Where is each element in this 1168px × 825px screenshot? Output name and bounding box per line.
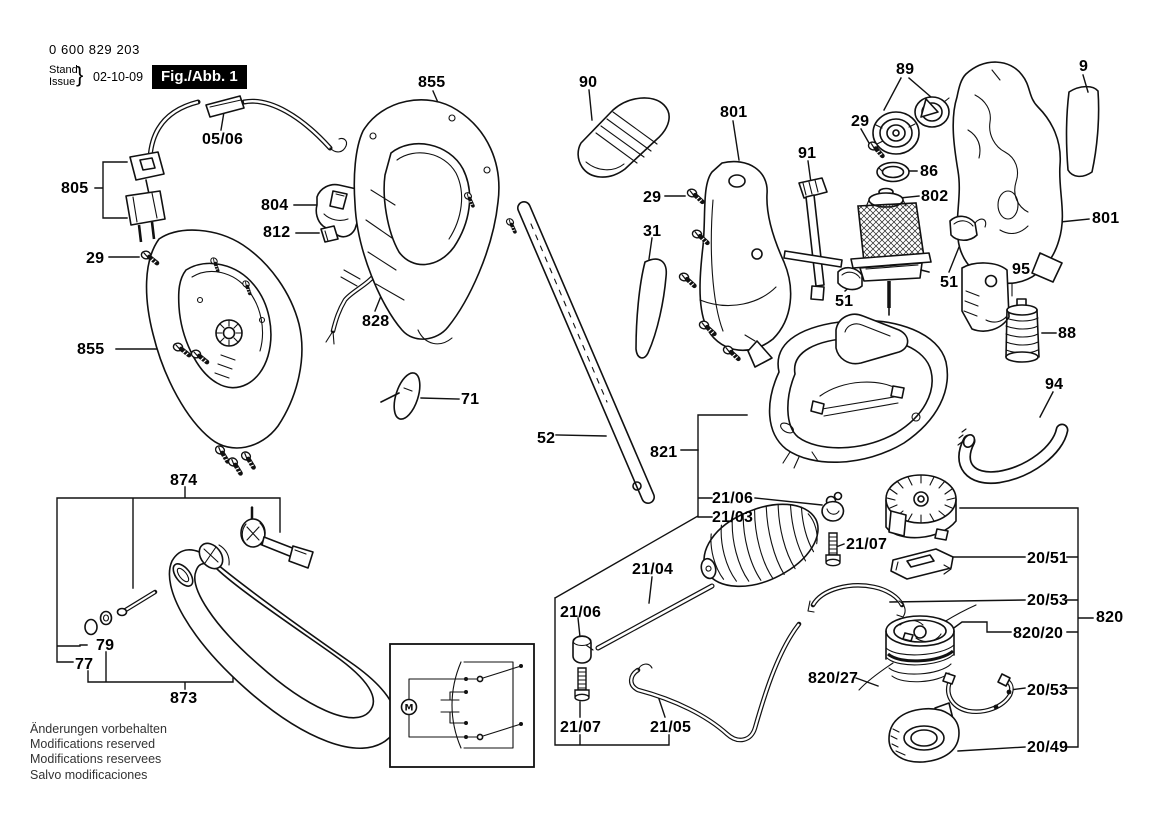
bolt-21-07-left [574,667,590,702]
part-label-805: 805 [61,180,89,197]
brace-glyph: } [76,62,84,87]
part-label-29-b: 29 [86,250,105,267]
part-label-821: 821 [650,444,678,461]
part-label-20-51: 20/51 [1027,550,1069,567]
motor-housing-801-right [952,61,1064,297]
part-label-29-c: 29 [643,189,662,206]
motor-802 [850,187,932,316]
part-label-873: 873 [170,690,198,707]
part-label-91: 91 [798,145,817,162]
grip-pad-90 [577,97,670,178]
spool-820-20 [858,604,977,691]
part-label-820-20: 820/20 [1013,625,1064,642]
part-label-31: 31 [643,223,662,240]
issue-label: Issue [49,75,76,88]
shaft-tube-52 [517,201,655,504]
part-label-9: 9 [1079,58,1089,75]
spring-clip-20-53-upper [807,583,906,618]
line-spool-88 [1005,298,1040,363]
part-label-820-27: 820/27 [808,670,859,687]
part-label-94: 94 [1045,376,1064,393]
part-number: 0 600 829 203 [49,42,140,57]
switch-804 [315,183,367,238]
part-label-90: 90 [579,74,598,91]
fan-pulleys-89 [872,96,950,155]
part-label-804: 804 [261,197,289,214]
part-label-20-49: 20/49 [1027,739,1069,756]
stand-label: Stand [49,64,78,76]
carbon-brush-51-right [949,215,987,242]
part-label-20-53-upper: 20/53 [1027,592,1069,609]
footer-line-de: Änderungen vorbehalten [30,722,167,736]
part-label-21-03: 21/03 [712,509,754,526]
issue-date: 02-10-09 [93,70,144,84]
part-label-86: 86 [920,163,939,180]
connector-812 [320,225,339,243]
loop-handle-873 [168,549,398,750]
clamp-874 [84,507,314,636]
nut-21-06-left [572,635,594,664]
part-label-79: 79 [96,637,115,654]
part-label-21-07-left: 21/07 [560,719,602,736]
motor-housing-801-left [699,160,792,368]
auxiliary-handle-94 [957,423,1069,485]
part-label-89: 89 [896,61,915,78]
part-label-874: 874 [170,472,198,489]
part-label-21-04: 21/04 [632,561,674,578]
part-label-51-right: 51 [940,274,959,291]
part-label-71: 71 [461,391,480,408]
part-label-88: 88 [1058,325,1077,342]
part-label-21-06-a: 21/06 [712,490,754,507]
part-label-801-right: 801 [1092,210,1120,227]
part-label-51-left: 51 [835,293,854,310]
figure-label: Fig./Abb. 1 [152,65,247,89]
motor-symbol-label: M [405,704,414,714]
part-label-21-07-right: 21/07 [846,536,888,553]
part-label-21-05: 21/05 [650,719,692,736]
footer-disclaimer: Änderungen vorbehalten Modifications res… [30,722,167,783]
footer-line-es: Salvo modificaciones [30,767,148,782]
part-label-820: 820 [1096,609,1124,626]
part-label-05-06: 05/06 [202,131,244,148]
part-label-812: 812 [263,224,291,241]
part-label-21-06-b: 21/06 [560,604,602,621]
footer-line-fr: Modifications reservees [30,752,162,767]
wiring-diagram: M [389,643,535,768]
spool-carrier-820 [885,474,957,541]
part-label-802: 802 [921,188,949,205]
spool-cover-20-49 [888,702,960,763]
spring-clip-20-53-lower [942,672,1014,714]
locking-disc-71 [380,372,421,420]
handle-housing-855-top [353,99,500,345]
part-label-29-a: 29 [851,113,870,130]
lever-91 [783,177,843,301]
part-label-828: 828 [362,313,390,330]
brush-cover-95 [961,262,1010,332]
latch-20-51 [890,548,954,580]
label-sticker-9 [1065,85,1100,178]
guard-821 [768,313,949,469]
footer-line-en: Modifications reserved [30,737,156,752]
bolt-21-07-right [825,532,841,567]
part-label-20-53-lower: 20/53 [1027,682,1069,699]
mains-plug-805 [125,151,166,243]
line-coil-21-03 [700,503,819,588]
part-label-52: 52 [537,430,556,447]
part-label-801-center: 801 [720,104,748,121]
handle-housing-855-left [145,229,303,449]
part-label-855-left: 855 [77,341,105,358]
carbon-brush-51-left [837,266,863,291]
sealing-ring-86 [876,161,910,183]
part-label-77: 77 [75,656,94,673]
wire-guard-21-05 [628,621,802,743]
rod-21-04 [595,583,715,651]
power-cord-05-06 [147,95,348,161]
stand-issue-label: Stand Issue [49,64,78,88]
label-sticker-31 [635,258,668,359]
elbow-21-06-right [821,491,845,522]
part-label-855-top: 855 [418,74,446,91]
part-label-95: 95 [1012,261,1031,278]
